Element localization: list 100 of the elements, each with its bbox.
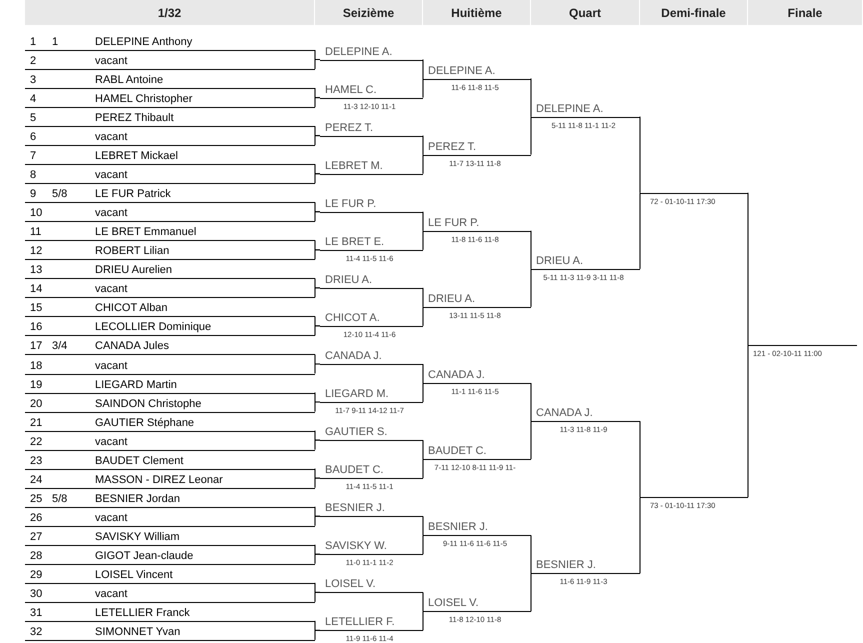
bracket-line xyxy=(314,211,320,222)
winner-slot xyxy=(423,140,531,156)
player-name: vacant xyxy=(95,360,128,372)
seed-rank: 5/8 xyxy=(52,188,68,202)
seed-number: 6 xyxy=(30,131,36,144)
seed-number: 14 xyxy=(30,283,42,296)
seed-number: 21 xyxy=(30,416,42,430)
seed-number: 15 xyxy=(30,302,42,316)
winner-slot xyxy=(423,596,531,612)
player-name: DRIEU Aurelien xyxy=(95,264,172,278)
seed-number: 2 xyxy=(30,55,36,68)
player-name: CHICOT A. xyxy=(325,312,380,325)
player-name: LOISEL V. xyxy=(428,597,479,610)
player-name: DRIEU A. xyxy=(536,254,584,268)
winner-slot xyxy=(320,82,423,99)
player-name: vacant xyxy=(95,512,128,525)
player-name: LE FUR P. xyxy=(325,198,376,211)
player-name: LIEGARD Martin xyxy=(95,378,177,392)
winner-slot xyxy=(320,196,423,213)
winner-slot xyxy=(320,501,423,518)
winner-slot xyxy=(423,64,531,80)
bracket-line xyxy=(314,173,320,184)
column-header: 1/32 xyxy=(25,0,315,25)
bracket-line xyxy=(422,364,424,384)
bracket-line xyxy=(314,630,320,640)
winner-slot xyxy=(531,254,640,270)
winner-slot xyxy=(320,158,423,175)
player-name: DRIEU A. xyxy=(428,292,476,306)
bracket-line xyxy=(422,382,424,403)
player-name: CANADA J. xyxy=(536,407,593,420)
player-name: RABL Antoine xyxy=(95,74,164,88)
player-name: HAMEL Christopher xyxy=(95,93,192,106)
player-name: PEREZ T. xyxy=(428,140,476,154)
bracket-line xyxy=(422,534,424,555)
seed-number: 11 xyxy=(30,226,42,240)
seed-number: 22 xyxy=(30,436,42,449)
bracket-line xyxy=(422,592,424,612)
seed-number: 3 xyxy=(30,74,36,88)
seed-number: 25 xyxy=(30,492,42,506)
player-name: SAINDON Christophe xyxy=(95,398,202,411)
player-name: PEREZ T. xyxy=(325,122,374,135)
winner-slot xyxy=(531,558,640,574)
column-header: Quart xyxy=(531,0,640,25)
seed-number: 20 xyxy=(30,398,42,411)
bracket-line xyxy=(314,592,320,602)
bracket-line xyxy=(530,230,532,270)
winner-slot xyxy=(531,406,640,422)
seed-number: 30 xyxy=(30,588,42,601)
player-name: GAUTIER S. xyxy=(325,426,388,440)
player-name: ROBERT Lilian xyxy=(95,245,170,258)
seed-number: 16 xyxy=(30,321,42,334)
bracket-line xyxy=(314,554,320,564)
bracket-line xyxy=(422,78,424,98)
winner-slot xyxy=(320,539,423,556)
winner-slot xyxy=(423,368,531,384)
player-name: LE BRET Emmanuel xyxy=(95,226,196,240)
player-name: vacant xyxy=(95,588,128,601)
winner-slot xyxy=(320,272,423,289)
seed-number: 9 xyxy=(30,188,36,202)
bracket-line xyxy=(422,306,424,326)
winner-slot xyxy=(531,102,640,118)
seed-rank: 5/8 xyxy=(52,492,68,506)
player-name: DELEPINE A. xyxy=(536,102,604,116)
player-name: LE FUR P. xyxy=(428,216,480,230)
bracket-line xyxy=(530,78,532,118)
winner-slot xyxy=(423,292,531,308)
winner-slot xyxy=(423,444,531,460)
player-name: LE FUR Patrick xyxy=(95,188,171,202)
bracket-line xyxy=(530,268,532,308)
player-name: CANADA J. xyxy=(325,350,382,363)
player-name: vacant xyxy=(95,55,128,68)
winner-slot xyxy=(320,577,423,594)
player-name: LOISEL V. xyxy=(325,578,376,592)
column-header: Seizième xyxy=(315,0,423,25)
seed-number: 4 xyxy=(30,93,36,106)
bracket-line xyxy=(530,572,532,612)
winner-slot xyxy=(320,348,423,365)
player-name: SIMONNET Yvan xyxy=(95,626,180,639)
seed-number: 7 xyxy=(30,150,36,164)
seed-number: 12 xyxy=(30,245,42,258)
bracket-line xyxy=(314,97,320,108)
player-name: BESNIER Jordan xyxy=(95,492,180,506)
bracket-line xyxy=(422,154,424,174)
bracket-line xyxy=(314,402,320,412)
player-name: DELEPINE A. xyxy=(428,64,496,78)
seed-number: 24 xyxy=(30,474,42,487)
player-name: LOISEL Vincent xyxy=(95,568,173,582)
player-name: LIEGARD M. xyxy=(325,388,389,402)
player-name: CHICOT Alban xyxy=(95,302,168,316)
player-name: LEBRET Mickael xyxy=(95,150,178,164)
winner-slot xyxy=(320,44,423,60)
bracket-line xyxy=(422,610,424,631)
player-name: BESNIER J. xyxy=(536,559,596,572)
player-name: BESNIER J. xyxy=(325,502,385,516)
seed-number: 19 xyxy=(30,378,42,392)
player-name: BAUDET C. xyxy=(428,445,486,458)
player-name: LETELLIER F. xyxy=(325,616,395,630)
bracket-line xyxy=(314,516,320,526)
winner-slot xyxy=(320,615,423,632)
player-name: GIGOT Jean-claude xyxy=(95,550,194,563)
